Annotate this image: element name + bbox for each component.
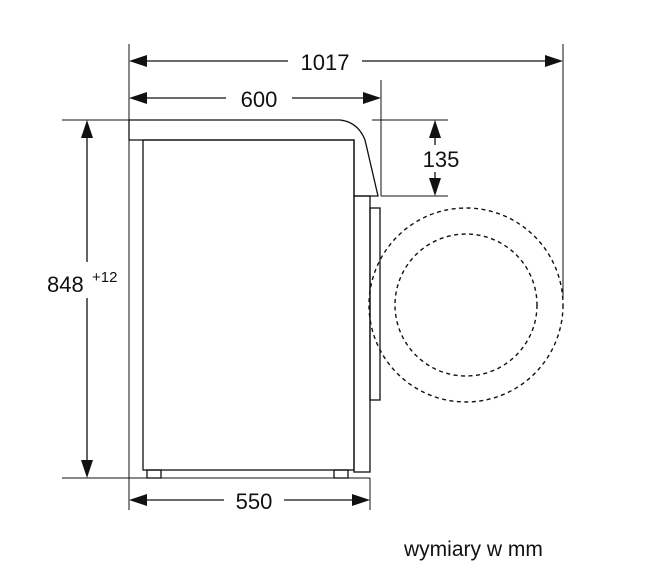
arrowhead: [545, 55, 563, 67]
door-hinge: [369, 207, 381, 401]
door-offset-label: 135: [423, 147, 460, 172]
front-foot: [333, 469, 349, 479]
arrowhead: [129, 55, 147, 67]
arrowhead: [81, 120, 93, 138]
dimension-height: 848 +12: [47, 119, 129, 479]
body-depth-label: 550: [236, 489, 273, 514]
units-note: wymiary w mm: [403, 538, 543, 561]
dimension-top-depth: 600: [129, 80, 382, 196]
arrowhead: [429, 120, 441, 138]
top-depth-label: 600: [241, 87, 278, 112]
front-panel: [353, 195, 371, 473]
arrowhead: [81, 460, 93, 478]
arrowhead: [129, 494, 147, 506]
arrowhead: [129, 92, 147, 104]
cabinet-body: [142, 139, 355, 471]
arrowhead: [429, 178, 441, 196]
dimension-body-depth: 550: [128, 478, 371, 514]
top-panel: [128, 119, 379, 197]
arrowhead: [352, 494, 370, 506]
height-tolerance-label: +12: [92, 269, 117, 286]
total-depth-label: 1017: [301, 50, 350, 75]
door-inner-ring: [394, 233, 538, 377]
dimension-door-offset: 135: [372, 119, 460, 197]
door-outer-ring: [368, 207, 564, 403]
open-door: [368, 207, 564, 403]
dimension-total-depth: 1017: [128, 44, 564, 300]
arrowhead: [363, 92, 381, 104]
rear-foot: [146, 469, 162, 479]
appliance-outline: [128, 119, 381, 479]
height-label: 848: [47, 272, 84, 297]
